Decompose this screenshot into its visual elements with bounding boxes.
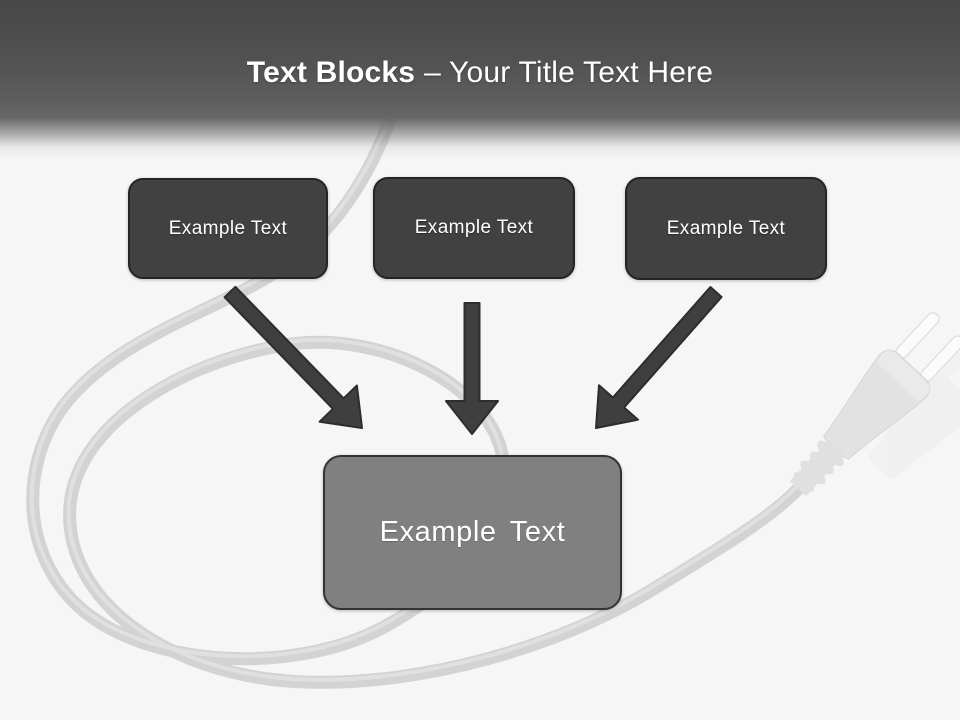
- title-bold-text: Text Blocks: [246, 56, 416, 89]
- title-rest-text: – Your Title Text Here: [424, 56, 714, 89]
- arrow-from-box2: [445, 302, 499, 435]
- plug-shadow: [868, 332, 960, 480]
- target-block-label: Example Text: [379, 516, 566, 548]
- arrow-from-box1: [223, 285, 363, 429]
- slide-title: Text Blocks– Your Title Text Here: [0, 54, 960, 92]
- text-block-3: Example Text: [625, 177, 827, 280]
- text-block-label: Example Text: [414, 217, 534, 238]
- text-block-1: Example Text: [128, 178, 328, 279]
- power-cable-highlight: [29, 65, 799, 682]
- text-block-label: Example Text: [666, 217, 786, 239]
- power-plug-graphic: [789, 312, 960, 497]
- slide-header: Text Blocks– Your Title Text Here: [0, 0, 960, 162]
- text-block-2: Example Text: [373, 177, 575, 279]
- target-text-block: Example Text: [323, 455, 622, 610]
- text-block-label: Example Text: [168, 217, 288, 239]
- arrow-from-box3: [595, 286, 723, 429]
